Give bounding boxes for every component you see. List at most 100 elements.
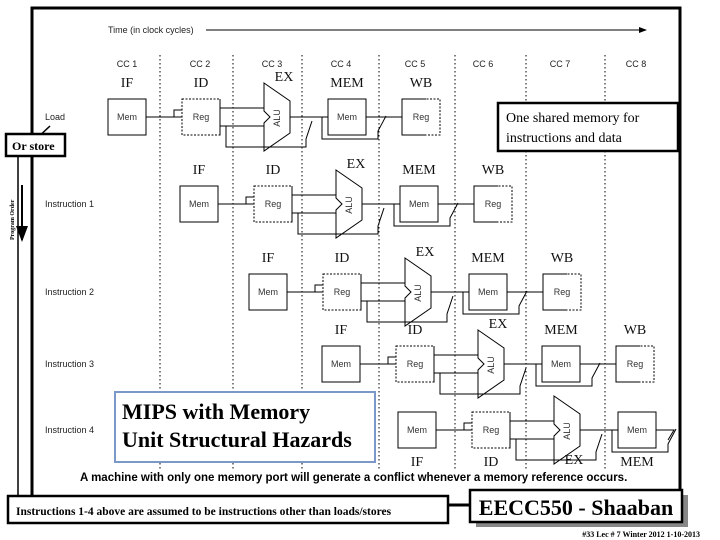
shared-memory-note-line1: One shared memory for (506, 111, 640, 126)
if-id-wire (360, 356, 396, 365)
mem-unit (399, 185, 439, 223)
alu-unit (263, 82, 291, 152)
alu-unit (477, 329, 505, 399)
id-reg-label: Reg (265, 199, 282, 209)
mem-unit-label: Mem (478, 287, 498, 297)
alu-label: ALU (344, 196, 354, 214)
id-reg-label: Reg (483, 425, 500, 435)
wb-reg-label: Reg (485, 199, 502, 209)
mem-bypass-wire (321, 115, 387, 140)
stage-label-wb: WB (624, 323, 647, 338)
stage-label-wb: WB (551, 251, 574, 266)
stage-label-mem: MEM (620, 455, 654, 470)
mem-bypass-wire (611, 428, 677, 453)
stage-label-mem: MEM (402, 163, 436, 178)
title-line2: Unit Structural Hazards (122, 427, 352, 452)
alu-unit (404, 257, 432, 327)
mem-bypass-wire (393, 202, 459, 227)
mem-out-wire (656, 429, 675, 441)
id-reg-label: Reg (193, 112, 210, 122)
wb-reg-left-edge (542, 273, 567, 311)
clock-cycle-label: CC 4 (331, 59, 352, 69)
id-ex-wires (434, 354, 478, 374)
id-ex-wires (510, 420, 554, 440)
alu-label: ALU (413, 284, 423, 302)
stage-label-if: IF (335, 323, 348, 338)
clock-cycle-label: CC 7 (550, 59, 571, 69)
ex-bypass-wire (225, 120, 313, 148)
id-ex-wires (292, 194, 336, 214)
stage-label-id: ID (266, 163, 281, 178)
course-badge (468, 488, 684, 524)
row-label: Instruction 2 (45, 287, 94, 297)
stage-label-if: IF (193, 163, 206, 178)
ex-bypass-wire (366, 295, 454, 323)
if-mem-unit (321, 345, 361, 383)
stage-label-ex: EX (275, 70, 294, 85)
id-ex-wires (220, 107, 264, 127)
alu-label: ALU (562, 422, 572, 440)
alu-label: ALU (486, 356, 496, 374)
id-ex-wires (361, 282, 405, 302)
stage-label-id: ID (408, 323, 423, 338)
or-store-callout (4, 132, 67, 158)
program-order-label: Program Order (10, 199, 16, 240)
clock-cycle-label: CC 8 (626, 59, 647, 69)
row-label: Instruction 3 (45, 359, 94, 369)
if-id-wire (218, 196, 254, 205)
conflict-note: A machine with only one memory port will… (80, 472, 627, 484)
stage-label-ex: EX (489, 317, 508, 332)
mem-unit (327, 98, 367, 136)
if-id-wire (436, 422, 472, 431)
stage-label-if: IF (121, 76, 134, 91)
mem-unit (617, 411, 657, 449)
stage-label-wb: WB (482, 163, 505, 178)
id-reg-label: Reg (334, 287, 351, 297)
if-mem-label: Mem (331, 359, 351, 369)
title-line1: MIPS with Memory (122, 399, 310, 424)
if-mem-label: Mem (258, 287, 278, 297)
if-mem-label: Mem (117, 112, 137, 122)
mem-unit-label: Mem (337, 112, 357, 122)
wb-reg-label: Reg (413, 112, 430, 122)
slide-info: #33 Lec # 7 Winter 2012 1-10-2013 (582, 530, 700, 539)
pipeline-row: Mem IF Reg ID ALU EX Mem MEM Reg WB (179, 157, 513, 239)
mem-unit (541, 345, 581, 383)
stage-label-ex: EX (416, 245, 435, 260)
alu-unit (553, 395, 581, 465)
alu-label: ALU (272, 109, 282, 127)
pipelines: MemIFRegIDALUEXMemMEMRegWBMemIFRegIDALUE… (107, 70, 677, 470)
if-mem-label: Mem (189, 199, 209, 209)
if-mem-label: Mem (407, 425, 427, 435)
shared-memory-note (496, 101, 680, 153)
mem-unit (468, 273, 508, 311)
stage-label-ex: EX (347, 157, 366, 172)
if-mem-unit (248, 273, 288, 311)
wb-reg-left-edge (401, 98, 426, 136)
ex-bypass-wire (439, 367, 527, 395)
stage-label-id: ID (335, 251, 350, 266)
wb-reg-label: Reg (627, 359, 644, 369)
clock-cycle-label: CC 6 (473, 59, 494, 69)
if-mem-unit (397, 411, 437, 449)
clock-cycle-label: CC 2 (190, 59, 211, 69)
stage-label-mem: MEM (330, 76, 364, 91)
mem-bypass-wire (535, 362, 601, 387)
stage-label-mem: MEM (544, 323, 578, 338)
wb-reg-label: Reg (554, 287, 571, 297)
stage-label-if: IF (262, 251, 275, 266)
mem-bypass-wire (462, 290, 528, 315)
mem-unit-label: Mem (409, 199, 429, 209)
row-label: Instruction 1 (45, 199, 94, 209)
row-label: Load (45, 112, 65, 122)
clock-cycle-label: CC 1 (117, 59, 138, 69)
id-reg-label: Reg (407, 359, 424, 369)
stage-label-id: ID (194, 76, 209, 91)
wb-reg-left-edge (473, 185, 498, 223)
ex-bypass-wire (515, 433, 603, 461)
